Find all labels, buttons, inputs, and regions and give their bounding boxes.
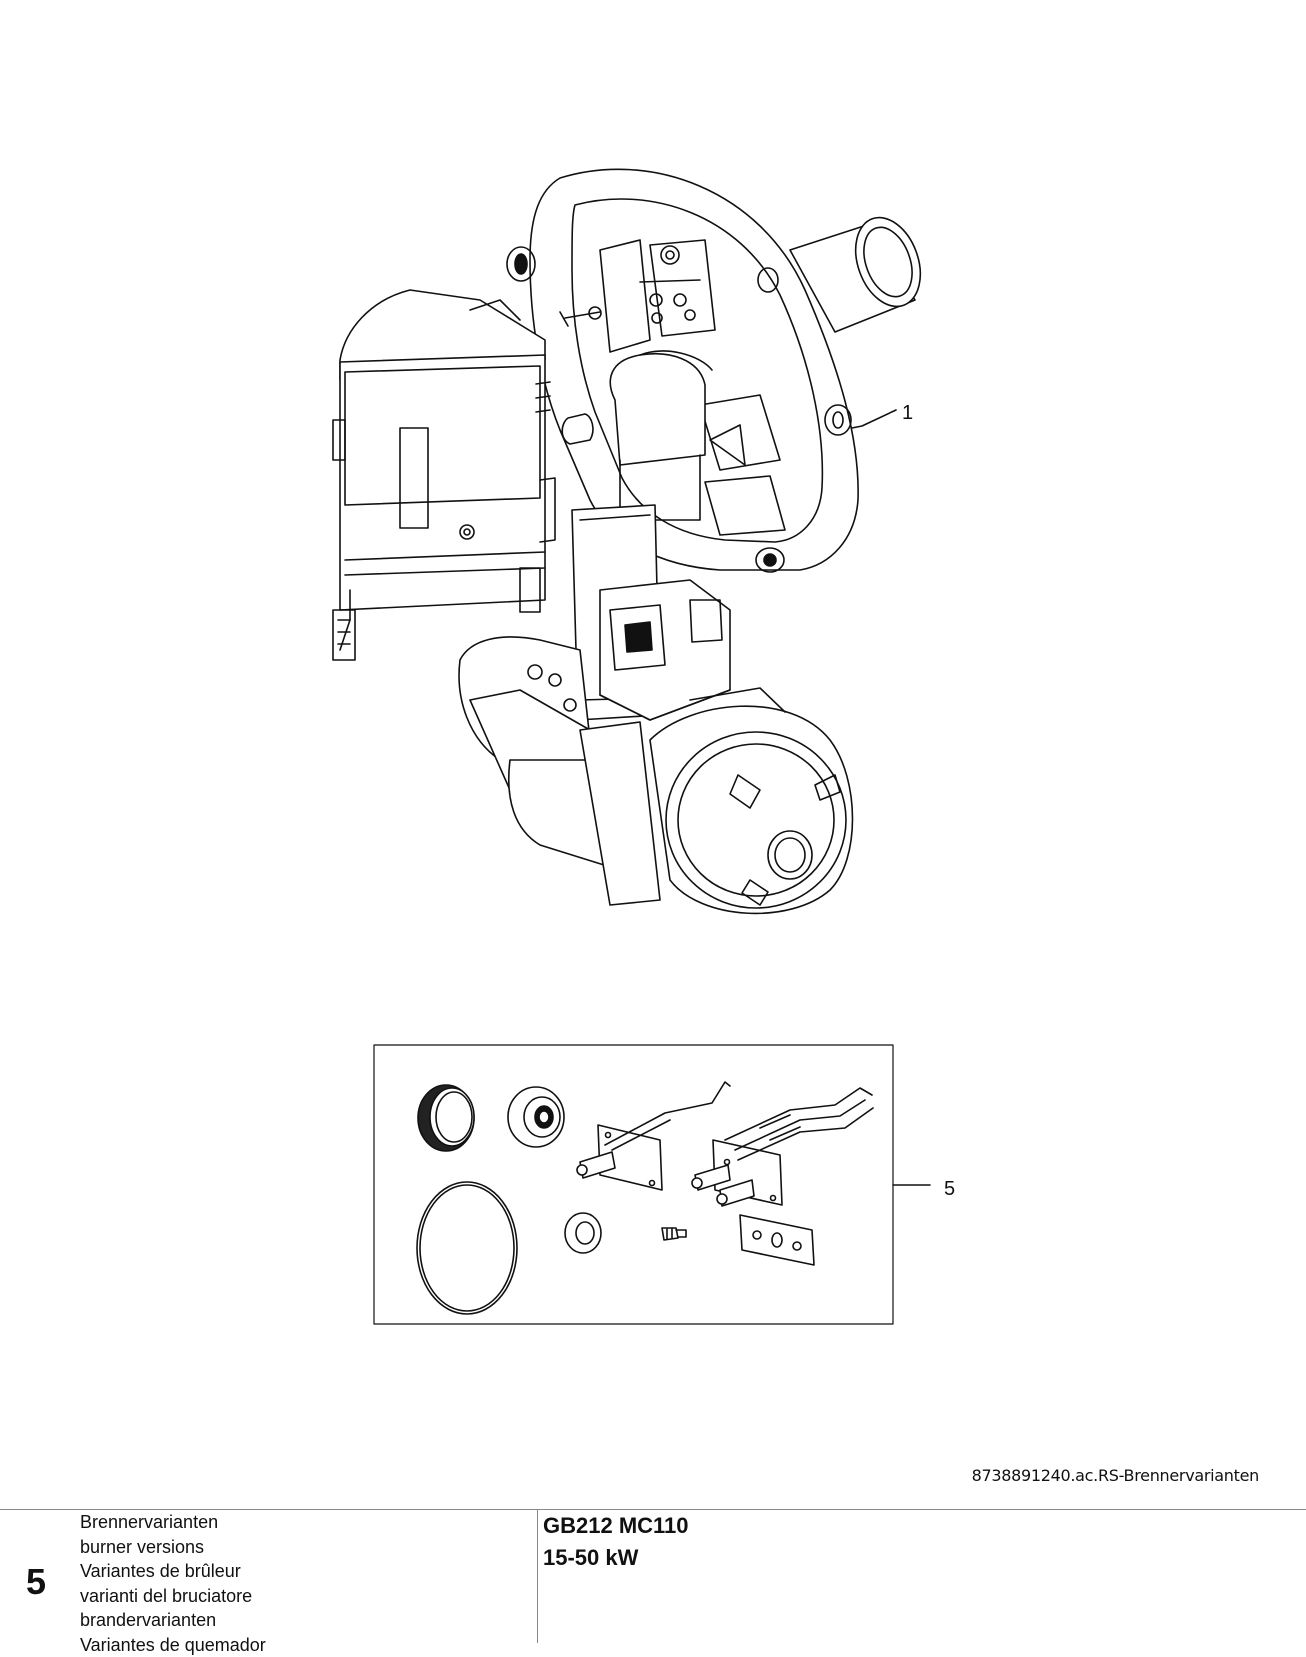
burner-assembly	[333, 169, 932, 913]
drawing-reference: 8738891240.ac.RS-Brennervarianten	[972, 1466, 1259, 1485]
seal-ring	[418, 1085, 474, 1151]
ignition-electrodes	[692, 1088, 873, 1206]
callout-label-1: 1	[902, 402, 913, 425]
section-title-en: burner versions	[80, 1535, 266, 1560]
screw	[662, 1228, 686, 1240]
fan-motor	[650, 688, 853, 913]
section-title-it: varianti del bruciatore	[80, 1584, 266, 1609]
gas-valve	[600, 580, 730, 720]
bushing	[508, 1087, 564, 1147]
section-title-de: Brennervarianten	[80, 1510, 266, 1535]
section-title-list: Brennervarianten burner versions Variant…	[80, 1510, 266, 1657]
gasket-plate	[740, 1215, 814, 1265]
service-kit	[374, 1045, 893, 1324]
section-title-nl: brandervarianten	[80, 1608, 266, 1633]
model-block: GB212 MC110 15-50 kW	[543, 1510, 689, 1574]
section-number: 5	[26, 1561, 46, 1603]
control-unit	[333, 290, 555, 660]
section-title-es: Variantes de quemador	[80, 1633, 266, 1657]
model-name: GB212 MC110	[543, 1510, 689, 1542]
footer-divider	[537, 1509, 538, 1643]
power-range: 15-50 kW	[543, 1542, 689, 1574]
leader-line-1	[852, 410, 896, 428]
o-ring	[417, 1182, 517, 1314]
callout-label-5: 5	[944, 1178, 955, 1201]
washer	[565, 1213, 601, 1253]
section-title-fr: Variantes de brûleur	[80, 1559, 266, 1584]
